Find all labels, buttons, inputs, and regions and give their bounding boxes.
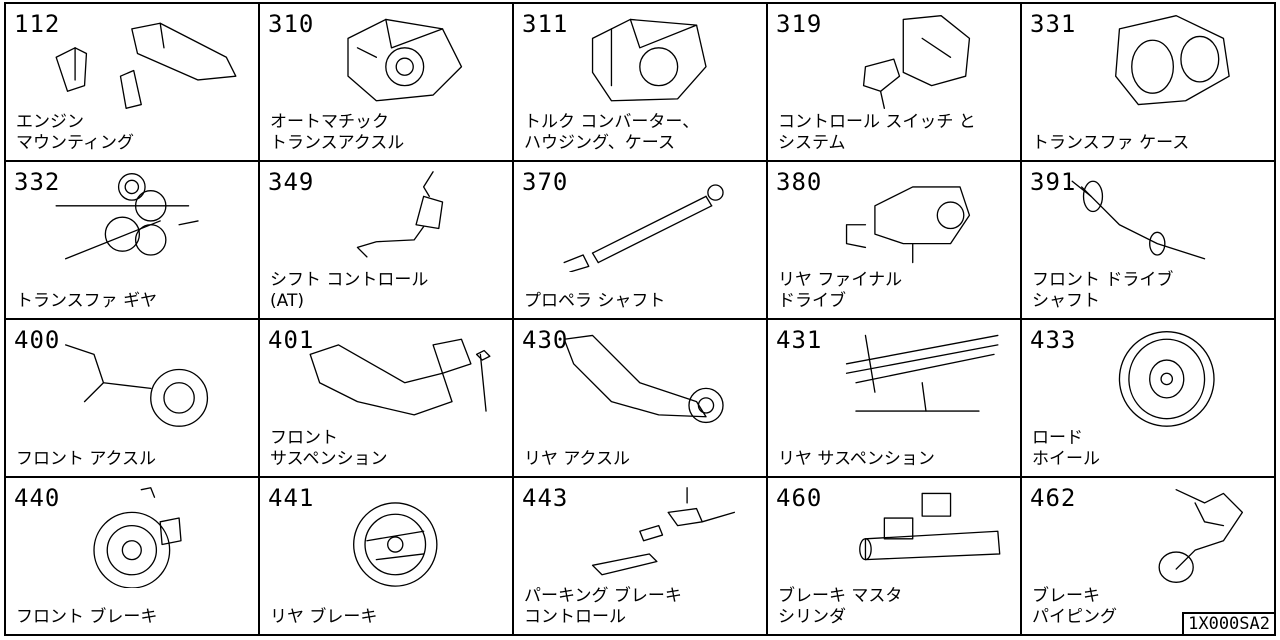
part-group-label: パーキング ブレーキ コントロール [524,586,682,627]
catalog-cell-441[interactable]: 441 リヤ ブレーキ [260,478,514,636]
catalog-cell-310[interactable]: 310 オートマチック トランスアクスル [260,4,514,162]
part-group-label: リヤ アクスル [524,449,631,469]
part-group-code: 443 [522,484,569,512]
part-group-code: 460 [776,484,823,512]
part-group-code: 349 [268,168,315,196]
part-group-code: 311 [522,10,569,38]
catalog-cell-431[interactable]: 431 リヤ サスペンション [768,320,1022,478]
part-group-label: コントロール スイッチ と システム [778,112,976,153]
part-group-code: 441 [268,484,315,512]
catalog-cell-349[interactable]: 349 シフト コントロール (AT) [260,162,514,320]
catalog-cell-311[interactable]: 311 トルク コンバーター、 ハウジング、ケース [514,4,768,162]
part-group-label: フロント アクスル [16,449,157,469]
part-group-code: 380 [776,168,823,196]
part-group-code: 331 [1030,10,1077,38]
propeller-shaft-icon [563,184,724,272]
parts-catalog-grid: 112 エンジン マウンティング 310 オートマチック トランスアクスル 311 トルク… [4,2,1276,636]
shift-control-icon [356,171,444,258]
part-group-code: 370 [522,168,569,196]
parking-brake-icon [591,487,736,576]
part-group-label: プロペラ シャフト [524,291,666,311]
rear-suspension-icon [845,334,999,412]
transfer-case-icon [1115,15,1230,106]
automatic-transaxle-icon [347,18,463,102]
front-brake-icon [93,487,182,588]
part-group-label: ブレーキ マスタ シリンダ [778,586,903,627]
catalog-cell-332[interactable]: 332 トランスファ ギヤ [6,162,260,320]
engine-mounting-icon [55,22,237,109]
master-cylinder-icon [859,492,1001,561]
part-group-code: 310 [268,10,315,38]
catalog-cell-319[interactable]: 319 コントロール スイッチ と システム [768,4,1022,162]
part-group-label: トランスファ ケース [1032,133,1190,153]
transfer-gear-icon [55,173,199,260]
catalog-cell-331[interactable]: 331 トランスファ ケース [1022,4,1276,162]
catalog-cell-370[interactable]: 370 プロペラ シャフト [514,162,768,320]
part-group-code: 332 [14,168,61,196]
part-group-label: トルク コンバーター、 ハウジング、ケース [524,112,700,153]
part-group-code: 431 [776,326,823,354]
part-group-label: トランスファ ギヤ [16,291,158,311]
catalog-cell-440[interactable]: 440 フロント ブレーキ [6,478,260,636]
catalog-cell-391[interactable]: 391 フロント ドライブ シャフト [1022,162,1276,320]
brake-piping-icon [1158,489,1244,583]
catalog-cell-460[interactable]: 460 ブレーキ マスタ シリンダ [768,478,1022,636]
part-group-code: 401 [268,326,315,354]
catalog-cell-462[interactable]: 462 ブレーキ パイピング [1022,478,1276,636]
rear-final-drive-icon [845,186,971,264]
part-group-code: 462 [1030,484,1077,512]
catalog-cell-380[interactable]: 380 リヤ ファイナル ドライブ [768,162,1022,320]
part-group-code: 440 [14,484,61,512]
catalog-cell-443[interactable]: 443 パーキング ブレーキ コントロール [514,478,768,636]
part-group-code: 319 [776,10,823,38]
front-axle-icon [64,344,209,427]
rear-brake-icon [353,502,438,587]
road-wheel-icon [1118,331,1215,427]
front-drive-shaft-icon [1071,180,1206,260]
part-group-label: ブレーキ パイピング [1032,586,1117,627]
part-group-code: 112 [14,10,61,38]
part-group-label: ロード ホイール [1032,428,1100,469]
part-group-label: オートマチック トランスアクスル [270,112,405,153]
front-suspension-icon [309,338,491,416]
part-group-label: リヤ ファイナル ドライブ [778,270,903,311]
part-group-label: リヤ サスペンション [778,449,935,469]
part-group-label: シフト コントロール (AT) [270,270,429,311]
part-group-label: リヤ ブレーキ [270,607,378,627]
catalog-cell-433[interactable]: 433 ロード ホイール [1022,320,1276,478]
rear-axle-icon [563,334,724,424]
part-group-code: 391 [1030,168,1077,196]
torque-converter-icon [591,18,707,102]
part-group-label: フロント ブレーキ [16,607,158,627]
control-switch-icon [862,15,971,109]
part-group-code: 433 [1030,326,1077,354]
part-group-code: 430 [522,326,569,354]
catalog-cell-400[interactable]: 400 フロント アクスル [6,320,260,478]
catalog-cell-401[interactable]: 401 フロント サスペンション [260,320,514,478]
part-group-label: フロント ドライブ シャフト [1032,270,1174,311]
part-group-label: フロント サスペンション [270,428,388,469]
part-group-label: エンジン マウンティング [16,112,134,153]
catalog-cell-112[interactable]: 112 エンジン マウンティング [6,4,260,162]
catalog-cell-430[interactable]: 430 リヤ アクスル [514,320,768,478]
part-group-code: 400 [14,326,61,354]
diagram-reference-code: 1X000SA2 [1182,612,1276,636]
